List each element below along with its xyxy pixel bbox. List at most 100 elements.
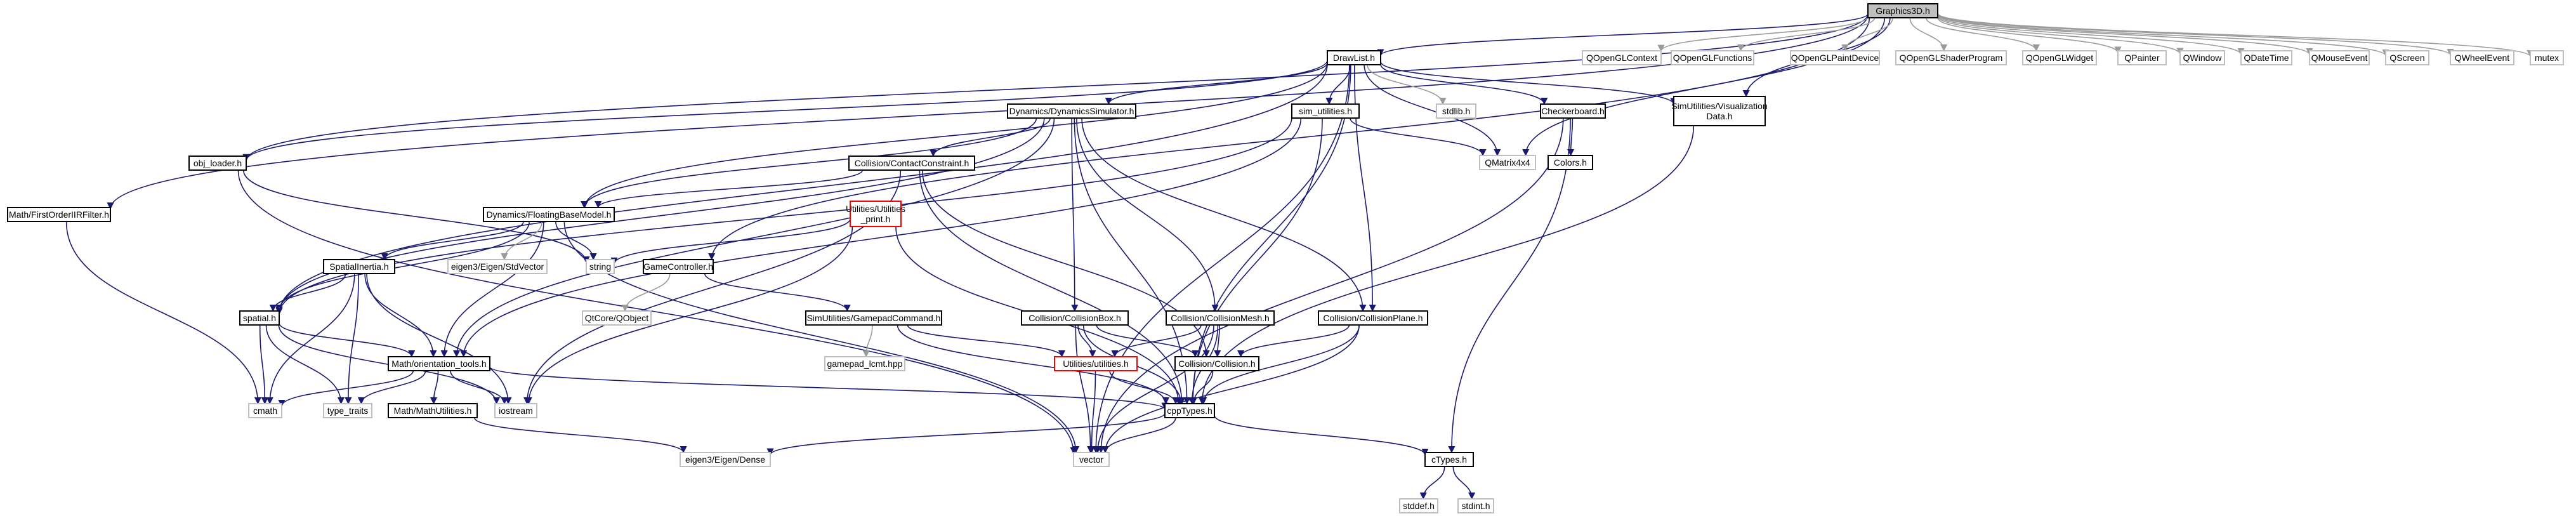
node-qopenglfunctions: QOpenGLFunctions — [1671, 50, 1754, 65]
edge-drawlist-to-visdata — [1380, 61, 1678, 105]
edge-utilities-to-cpptypes — [1109, 370, 1180, 405]
node-ctypes[interactable]: cTypes.h — [1424, 452, 1474, 467]
node-box-contactconstraint — [848, 155, 975, 171]
node-box-colors — [1548, 155, 1593, 170]
node-label-spatial: spatial.h — [243, 313, 276, 323]
node-label-stddef: stddef.h — [1403, 501, 1435, 511]
node-label-utilprint: Utilities/Utilities_print.h — [846, 204, 905, 224]
edge-dynsim-to-collbox — [1071, 117, 1079, 312]
edge-graphics3d-to-qopenglshaderprogram — [1909, 17, 1948, 52]
edge-simutil-to-orientation — [460, 117, 1302, 358]
node-label-qpainter: QPainter — [2124, 53, 2160, 63]
node-simutil[interactable]: sim_utilities.h — [1291, 103, 1360, 119]
edge-collplane-to-collision — [1237, 324, 1350, 358]
edge-floatingbase-to-vector — [563, 221, 1080, 454]
node-cmath: cmath — [248, 403, 282, 418]
node-box-cpptypes — [1164, 403, 1215, 418]
node-qscreen: QScreen — [2385, 50, 2429, 65]
edge-graphics3d-to-qdatetime — [1937, 15, 2245, 55]
edge-checkerboard-to-vector — [1097, 117, 1564, 454]
edge-drawlist-to-checkerboard — [1380, 63, 1548, 105]
node-box-spatial — [239, 310, 280, 326]
node-cpptypes[interactable]: cppTypes.h — [1164, 403, 1215, 418]
node-floatingbase[interactable]: Dynamics/FloatingBaseModel.h — [483, 207, 615, 222]
node-box-graphics3d — [1867, 3, 1938, 18]
node-label-qmatrix4x4: QMatrix4x4 — [1485, 157, 1530, 168]
edge-spatial-to-cmath — [259, 324, 268, 405]
node-box-floatingbase — [483, 207, 615, 222]
node-label-collbox: Collision/CollisionBox.h — [1028, 313, 1121, 323]
node-qpainter: QPainter — [2117, 50, 2167, 65]
node-collplane[interactable]: Collision/CollisionPlane.h — [1318, 310, 1428, 326]
node-box-qmatrix4x4 — [1479, 155, 1536, 170]
node-box-utilprint — [850, 201, 902, 227]
edge-ctypes-to-stdint — [1452, 466, 1476, 500]
node-gamecontroller[interactable]: GameController.h — [643, 259, 714, 274]
edge-cpptypes-to-ctypes — [1214, 415, 1429, 456]
node-box-eigendense — [680, 452, 771, 467]
node-box-simutil — [1291, 103, 1360, 119]
edge-checkerboard-to-colors — [1567, 117, 1575, 157]
edge-graphics3d-to-gamecontroller — [708, 17, 1870, 261]
node-objloader[interactable]: obj_loader.h — [188, 155, 247, 171]
node-qopenglpaintdevice: QOpenGLPaintDevice — [1790, 50, 1880, 65]
edge-drawlist-to-cpptypes — [1189, 64, 1351, 405]
edge-gamecontroller-to-gamepad — [704, 273, 851, 312]
node-orientation[interactable]: Math/orientation_tools.h — [388, 356, 490, 371]
node-label-collplane: Collision/CollisionPlane.h — [1323, 313, 1423, 323]
node-box-collbox — [1021, 310, 1129, 326]
edge-collbox-to-collision — [1096, 324, 1199, 358]
edge-collmesh-to-collision — [1214, 324, 1221, 358]
node-box-qwheelevent — [2450, 50, 2514, 65]
node-colors[interactable]: Colors.h — [1548, 155, 1593, 170]
node-qopenglwidget: QOpenGLWidget — [2022, 50, 2097, 65]
edge-dynsim-to-collmesh — [1076, 117, 1219, 312]
edge-dynsim-to-contactconstraint — [930, 117, 1051, 157]
node-label-drawlist: DrawList.h — [1333, 53, 1375, 63]
edge-drawlist-to-dynsim — [1105, 62, 1328, 105]
node-dynsim[interactable]: Dynamics/DynamicsSimulator.h — [1007, 103, 1136, 119]
node-spatial[interactable]: spatial.h — [239, 310, 280, 326]
edge-orientation-to-iostream — [450, 370, 508, 405]
node-box-stdvector — [447, 259, 548, 274]
node-collmesh[interactable]: Collision/CollisionMesh.h — [1166, 310, 1275, 326]
edge-ctypes-to-stddef — [1419, 466, 1445, 500]
node-collision[interactable]: Collision/Collision.h — [1174, 356, 1259, 371]
edge-spatialinertia-to-orientation — [364, 273, 437, 358]
node-box-qobject — [582, 310, 652, 326]
node-graphics3d[interactable]: Graphics3D.h — [1867, 3, 1938, 18]
node-gamepad[interactable]: SimUtilities/GamepadCommand.h — [805, 310, 942, 326]
node-box-iostream — [494, 403, 537, 418]
node-label-graphics3d: Graphics3D.h — [1876, 6, 1930, 16]
node-mathutil[interactable]: Math/MathUtilities.h — [388, 403, 478, 418]
edge-dynsim-to-orientation — [453, 117, 1055, 358]
edge-collplane-to-vector — [1101, 324, 1360, 454]
node-collbox[interactable]: Collision/CollisionBox.h — [1021, 310, 1129, 326]
node-drawlist[interactable]: DrawList.h — [1327, 50, 1381, 65]
node-label-vector: vector — [1079, 454, 1103, 465]
node-contactconstraint[interactable]: Collision/ContactConstraint.h — [848, 155, 975, 171]
node-checkerboard[interactable]: Checkerboard.h — [1540, 103, 1606, 119]
node-label-qopenglcontext: QOpenGLContext — [1586, 53, 1657, 63]
edge-graphics3d-to-qopenglwidget — [1925, 17, 2040, 52]
node-label-stdvector: eigen3/Eigen/StdVector — [451, 261, 544, 272]
edge-orientation-to-mathutil — [430, 370, 439, 405]
node-spatialinertia[interactable]: SpatialInertia.h — [323, 259, 395, 274]
edge-floatingbase-to-spatial — [275, 221, 530, 312]
edge-collbox-to-vector — [1075, 324, 1094, 454]
edge-graphics3d-to-mutex — [1937, 13, 2534, 58]
node-box-stdint — [1457, 498, 1494, 513]
edge-floatingbase-to-string — [555, 221, 597, 261]
node-utilities[interactable]: Utilities/utilities.h — [1054, 356, 1138, 371]
edge-orientation-to-cpptypes — [489, 366, 1169, 410]
edge-utilprint-to-iostream — [525, 226, 853, 405]
node-firstorder[interactable]: Math/FirstOrderIIRFilter.h — [7, 207, 111, 222]
node-box-qdatetime — [2240, 50, 2292, 65]
node-label-colors: Colors.h — [1554, 157, 1587, 168]
node-utilprint[interactable]: Utilities/Utilities_print.h — [846, 201, 905, 227]
node-label-dynsim: Dynamics/DynamicsSimulator.h — [1009, 106, 1134, 116]
node-label-mathutil: Math/MathUtilities.h — [394, 406, 472, 416]
